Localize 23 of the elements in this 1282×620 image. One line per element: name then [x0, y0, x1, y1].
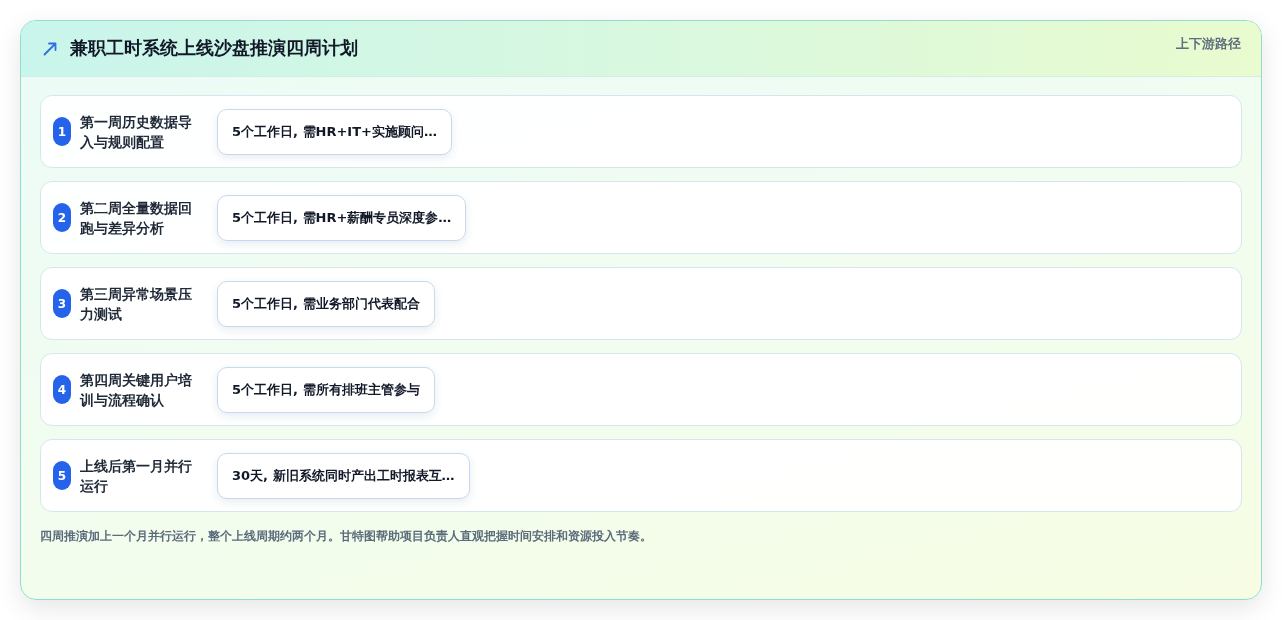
duration-pill: 5个工作日, 需业务部门代表配合 — [217, 280, 435, 327]
step-number-badge: 1 — [53, 117, 71, 146]
step-label: 第二周全量数据回跑与差异分析 — [80, 198, 193, 238]
header-note: 上下游路径 — [1176, 35, 1241, 53]
step-row — [40, 267, 1242, 340]
duration-pill: 5个工作日, 需HR+薪酬专员深度参… — [217, 194, 467, 241]
chart-title: 兼职工时系统上线沙盘推演四周计划 — [70, 36, 358, 60]
step-row — [40, 439, 1242, 512]
step-label: 第一周历史数据导入与规则配置 — [80, 112, 193, 152]
step-label: 第四周关键用户培训与流程确认 — [80, 370, 193, 410]
step-label: 第三周异常场景压力测试 — [80, 284, 193, 324]
step-number-badge: 4 — [53, 375, 71, 404]
step-row — [40, 181, 1242, 254]
duration-pill: 5个工作日, 需HR+IT+实施顾问… — [217, 108, 452, 155]
step-row — [40, 95, 1242, 168]
step-number-badge: 3 — [53, 289, 71, 318]
duration-pill: 5个工作日, 需所有排班主管参与 — [217, 366, 435, 413]
footnote-text: 四周推演加上一个月并行运行，整个上线周期约两个月。甘特图帮助项目负责人直观把握时间安排和资源投入节奏。 — [40, 528, 652, 545]
step-number-badge: 5 — [53, 461, 71, 490]
step-number-badge: 2 — [53, 203, 71, 232]
step-row — [40, 353, 1242, 426]
step-label: 上线后第一月并行运行 — [80, 456, 193, 496]
duration-pill: 30天, 新旧系统同时产出工时报表互… — [217, 452, 470, 499]
